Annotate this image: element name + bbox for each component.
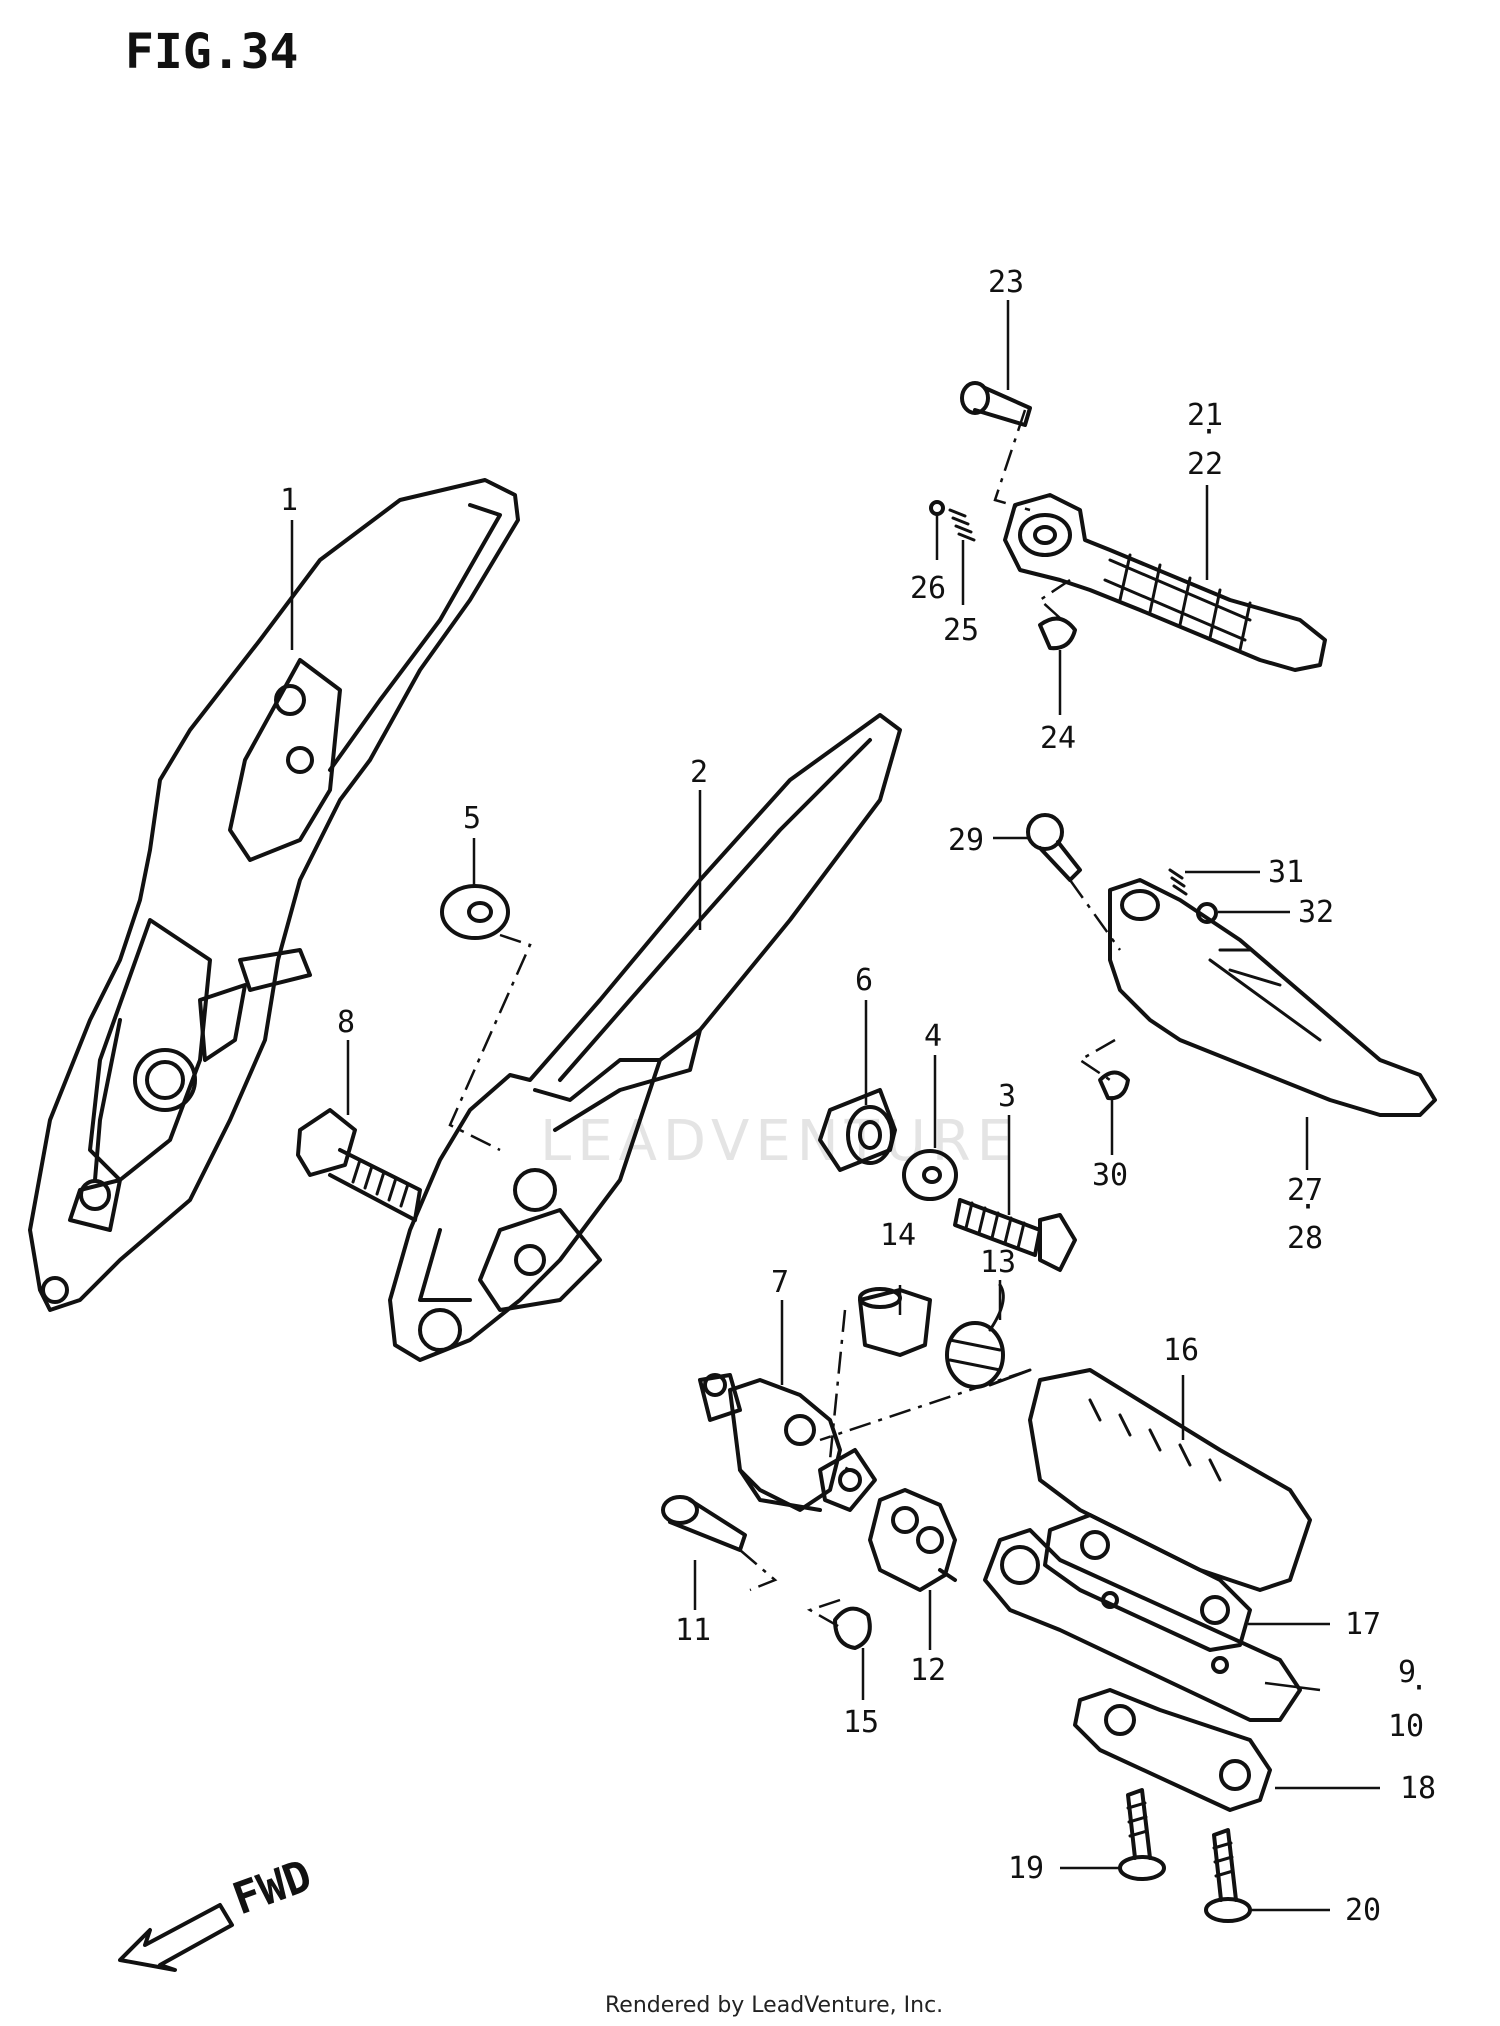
callout-31: 31	[1268, 855, 1304, 890]
part-1-bracket	[28, 478, 520, 1312]
callout-5: 5	[463, 801, 481, 836]
callout-27: 27	[1287, 1173, 1323, 1208]
callout-4: 4	[924, 1019, 942, 1054]
callout-3: 3	[998, 1079, 1016, 1114]
callout-18: 18	[1400, 1771, 1436, 1806]
part-13-spring	[945, 1283, 1032, 1389]
callout-14: 14	[880, 1218, 916, 1253]
part-29-pin	[1026, 813, 1082, 882]
callout-21-22-dot: ·	[1200, 415, 1218, 450]
callout-26: 26	[910, 571, 946, 606]
callout-19: 19	[1008, 1851, 1044, 1886]
part-3-bolt	[953, 1198, 1077, 1272]
part-20-screw	[1204, 1828, 1252, 1923]
callout-7: 7	[771, 1265, 789, 1300]
part-15-clip	[833, 1606, 872, 1650]
part-5-washer	[440, 884, 510, 940]
part-8-bolt	[296, 1108, 422, 1222]
part-32-ball	[1196, 902, 1218, 924]
callout-28: 28	[1287, 1221, 1323, 1256]
part-24-clip	[1038, 616, 1077, 651]
callout-22: 22	[1187, 447, 1223, 482]
callout-17: 17	[1345, 1607, 1381, 1642]
part-25-spring	[948, 508, 976, 542]
part-21-footpeg	[1003, 493, 1327, 672]
callout-24: 24	[1040, 721, 1076, 756]
part-17-plate	[1043, 1513, 1252, 1652]
callout-10: 10	[1388, 1709, 1424, 1744]
part-7-pivot	[698, 1373, 877, 1512]
callout-1: 1	[280, 483, 298, 518]
part-23-pin	[960, 381, 1032, 427]
part-16-rubber	[1028, 1368, 1312, 1592]
part-4-washer	[902, 1149, 958, 1201]
callout-9: 9	[1398, 1655, 1416, 1690]
assembly-lines	[448, 409, 1122, 1632]
leader-lines	[290, 300, 1380, 1912]
part-26-ball	[929, 500, 945, 516]
callout-27-28-dot: ·	[1299, 1190, 1317, 1225]
callout-15: 15	[843, 1705, 879, 1740]
part-14-collar	[858, 1287, 932, 1357]
part-12-plate	[868, 1488, 957, 1592]
callout-8: 8	[337, 1005, 355, 1040]
callout-23: 23	[988, 265, 1024, 300]
callout-12: 12	[910, 1653, 946, 1688]
callout-32: 32	[1298, 895, 1334, 930]
callout-11: 11	[675, 1613, 711, 1648]
forward-direction-indicator: FWD	[118, 1850, 318, 1972]
part-6-collar	[818, 1088, 897, 1172]
callout-30: 30	[1092, 1158, 1128, 1193]
part-30-clip	[1098, 1070, 1130, 1101]
part-11-pin	[661, 1495, 747, 1552]
fwd-arrow-icon	[118, 1903, 234, 1972]
credit-line: Rendered by LeadVenture, Inc.	[605, 1993, 943, 2018]
callout-25: 25	[943, 613, 979, 648]
callout-29: 29	[948, 823, 984, 858]
callout-20: 20	[1345, 1893, 1381, 1928]
part-19-screw	[1118, 1788, 1166, 1881]
part-31-spring	[1168, 868, 1188, 896]
callout-2: 2	[690, 755, 708, 790]
fwd-label: FWD	[226, 1850, 318, 1925]
callout-9-10-dot: ·	[1410, 1671, 1428, 1706]
callout-16: 16	[1163, 1333, 1199, 1368]
callout-21: 21	[1187, 398, 1223, 433]
callout-6: 6	[855, 963, 873, 998]
part-18-lower-bracket	[1073, 1688, 1272, 1812]
watermark: LEADVENTURE	[540, 1109, 1018, 1174]
figure-title: FIG.34	[125, 24, 298, 80]
part-27-footpeg	[1108, 878, 1437, 1117]
callout-13: 13	[980, 1245, 1016, 1280]
callout-numbers: 1 2 3 4 5 6 7 8 9 · 10 11 12 13 14 15 16…	[280, 265, 1436, 1928]
part-9-step-body	[983, 1528, 1302, 1722]
